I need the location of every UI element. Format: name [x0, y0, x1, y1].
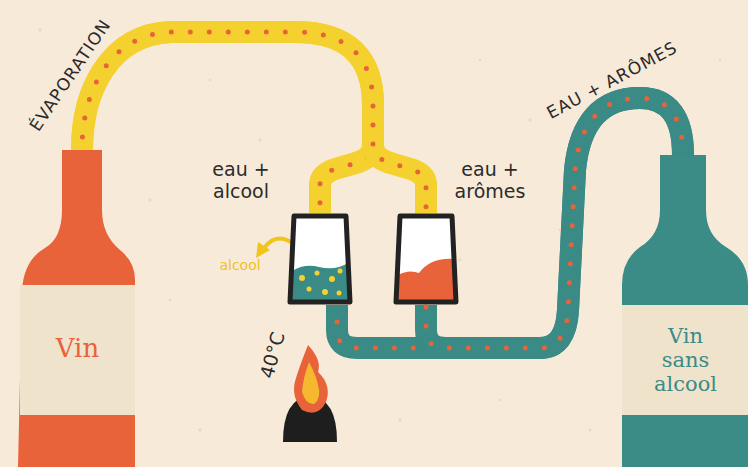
- beaker-liquid: [290, 263, 350, 302]
- alcohol-free-bottle: Vin sans alcool: [618, 155, 748, 467]
- beaker-outline: [290, 216, 350, 302]
- tube: [82, 32, 426, 213]
- node-text: eau + arômes: [445, 158, 535, 202]
- beaker-liquid: [396, 259, 456, 302]
- tube-connector: [82, 32, 426, 213]
- beaker-glass: [396, 216, 456, 302]
- bottle-shape: [0, 150, 140, 467]
- bottle-label: [622, 305, 748, 415]
- beaker-shape: [287, 213, 353, 305]
- bottle-body: [18, 150, 135, 467]
- flame-outer: [294, 345, 328, 413]
- bottle-shape: [618, 155, 748, 467]
- temperature-label: 40°C: [251, 318, 292, 392]
- alcohol-bubbles: [299, 269, 343, 296]
- arrow-head: [256, 242, 270, 258]
- beaker-glass: [290, 216, 350, 302]
- alcohol-release-arrow: [256, 239, 292, 258]
- bottle-body: [622, 155, 748, 467]
- burner-fire: [283, 345, 337, 442]
- node-text: Vin sans alcool: [643, 324, 728, 396]
- node-text: Vin: [20, 332, 135, 364]
- edge-label: ÉVAPORATION: [10, 0, 131, 156]
- beaker: eau + alcool: [287, 213, 353, 305]
- beaker-shape: [393, 213, 459, 305]
- tube-dots: [82, 32, 426, 213]
- arrow-curve: [264, 239, 292, 248]
- beaker-outline: [396, 216, 456, 302]
- wine-bottle: Vin: [0, 150, 140, 467]
- flame-inner: [302, 362, 319, 404]
- beaker: eau + arômes: [393, 213, 459, 305]
- bottle-label: [20, 285, 135, 415]
- release-label: alcool: [210, 256, 270, 280]
- node-text: eau + alcool: [199, 158, 283, 202]
